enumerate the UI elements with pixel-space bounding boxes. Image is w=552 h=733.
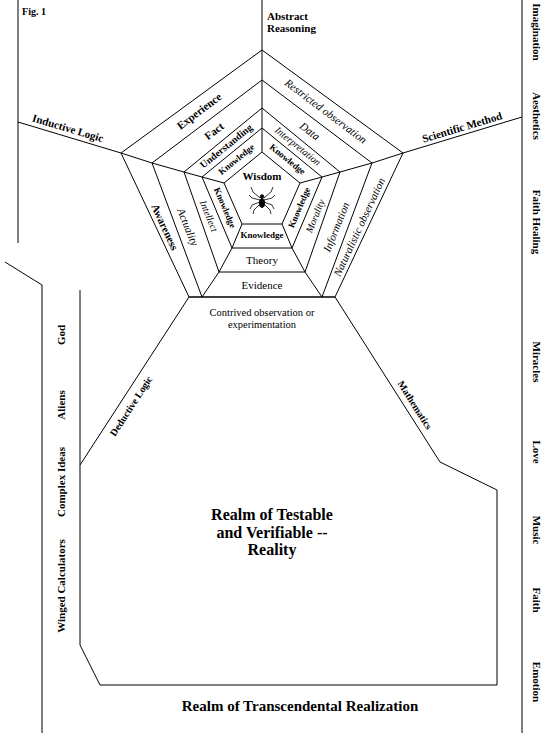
mathematics-line bbox=[335, 297, 497, 490]
figure-label: Faith Healing bbox=[531, 190, 543, 254]
pentagon-edge bbox=[152, 80, 372, 297]
figure-label: Abstract Reasoning bbox=[267, 10, 333, 34]
figure-label: Inductive Logic bbox=[31, 112, 105, 145]
spider-leg bbox=[251, 187, 260, 198]
realm-boundary bbox=[80, 290, 497, 685]
figure-label: God bbox=[55, 325, 67, 345]
spoke-line bbox=[262, 0, 263, 152]
pentagon-edge bbox=[184, 108, 340, 272]
figure-label: Aesthetics bbox=[531, 92, 543, 140]
spider-leg bbox=[264, 187, 273, 198]
pentagon-ring: Wisdom bbox=[224, 152, 300, 224]
figure-label: Miracles bbox=[531, 342, 543, 383]
spider-illustration bbox=[249, 187, 275, 214]
pentagon-ring: KnowledgeKnowledgeKnowledgeKnowledgeKnow… bbox=[202, 128, 322, 248]
ring-text: Information bbox=[321, 200, 352, 253]
deductive-line bbox=[80, 297, 189, 465]
spider-body bbox=[259, 199, 264, 208]
figure-label: Deductive Logic bbox=[108, 374, 155, 438]
figure-label: Winged Calculators bbox=[55, 539, 67, 633]
pentagon-ring: FactDataInformationEvidenceActualityUnde… bbox=[152, 80, 372, 297]
spider-head bbox=[260, 195, 264, 199]
figure-label: Complex Ideas bbox=[55, 447, 67, 517]
right-bracket-line bbox=[522, 0, 523, 733]
figure-label: Scientific Method bbox=[421, 109, 504, 144]
figure-label: Realm of Testable and Verifiable --Reali… bbox=[197, 506, 347, 559]
figure-label: Fig. 1 bbox=[22, 6, 46, 17]
pentagon-edge bbox=[121, 50, 403, 297]
ring-text: Knowledge bbox=[240, 231, 283, 241]
pentagon-outline bbox=[224, 152, 300, 224]
figure-label: Contrived observation or experimentation bbox=[206, 307, 318, 330]
pentagon-ring: ExperienceRestricted observationNaturali… bbox=[121, 50, 403, 297]
spider-leg bbox=[253, 204, 260, 214]
pentagon-edge bbox=[202, 128, 322, 248]
figure-label: Aliens bbox=[55, 390, 67, 419]
ring-text: Actuality bbox=[175, 206, 201, 247]
figure-label: Music bbox=[531, 516, 543, 545]
figure-label: Imagination bbox=[531, 3, 543, 60]
spider-leg bbox=[249, 195, 260, 200]
spider-leg bbox=[264, 195, 275, 200]
spider-leg bbox=[264, 204, 271, 214]
figure-label: Emotion bbox=[531, 662, 543, 702]
pentagon-ring: UnderstandingInterpretationMoralityTheor… bbox=[184, 108, 340, 272]
left-bracket-line bbox=[18, 0, 19, 243]
figure-label: Faith bbox=[531, 587, 543, 612]
ring-text: Evidence bbox=[242, 279, 283, 291]
figure-label: Realm of Transcendental Realization bbox=[182, 698, 419, 715]
ring-text: Fact bbox=[202, 120, 226, 142]
ring-text: Wisdom bbox=[243, 170, 282, 182]
figure-label: Love bbox=[531, 440, 543, 463]
ring-text: Theory bbox=[246, 254, 278, 266]
left-bracket-line bbox=[5, 262, 42, 733]
pentagon-edge bbox=[224, 152, 300, 224]
